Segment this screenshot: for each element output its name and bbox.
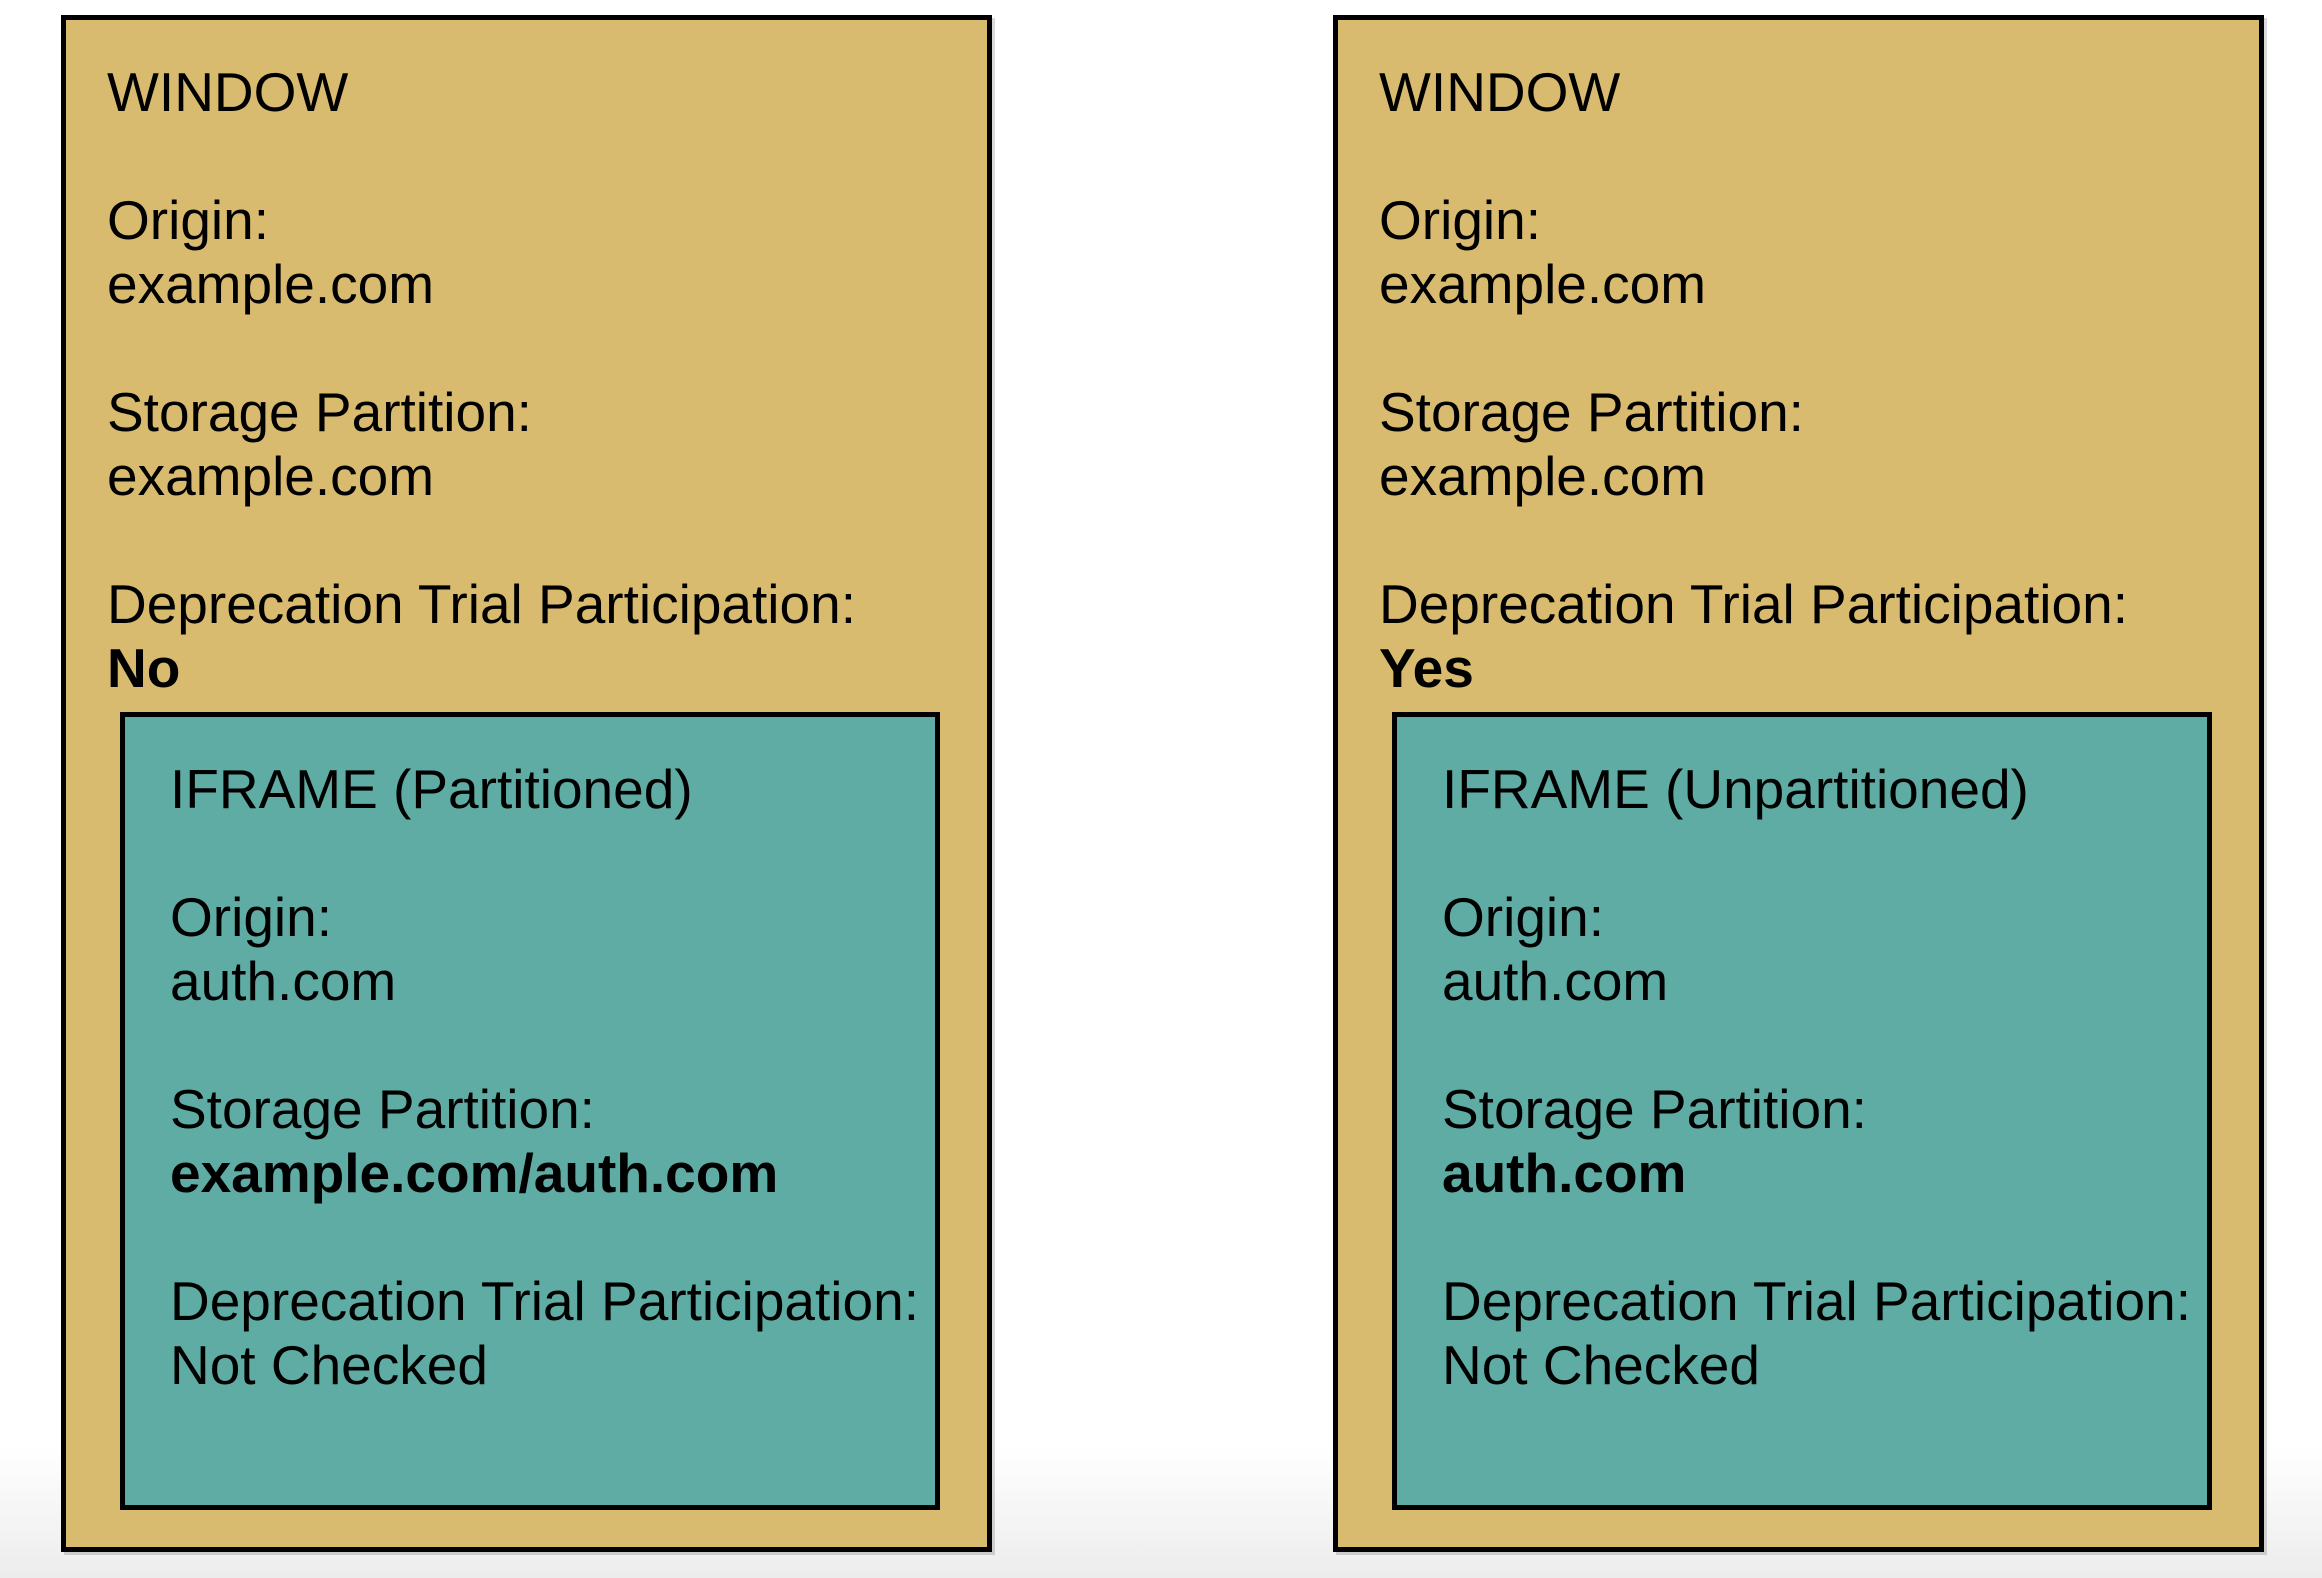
iframe-unpartitioned-box: IFRAME (Unpartitioned) Origin: auth.com … [1392,712,2212,1510]
iframe-storage-partition-label: Storage Partition: [1442,1078,1867,1140]
iframe-origin-value: auth.com [1442,950,1669,1012]
iframe-title: IFRAME (Partitioned) [170,758,693,820]
iframe-storage-partition-value: example.com/auth.com [170,1142,779,1204]
storage-partition-field: Storage Partition: example.com [1379,380,2229,508]
iframe-deprecation-trial-label: Deprecation Trial Participation: [170,1270,919,1332]
origin-value: example.com [107,253,435,315]
storage-partition-value: example.com [1379,445,1707,507]
iframe-storage-partition-label: Storage Partition: [170,1078,595,1140]
storage-partition-label: Storage Partition: [107,381,532,443]
origin-value: example.com [1379,253,1707,315]
deprecation-trial-value: Yes [1379,637,1474,699]
origin-field: Origin: example.com [107,188,957,316]
storage-partition-value: example.com [107,445,435,507]
deprecation-trial-field: Deprecation Trial Participation: No [107,572,957,700]
iframe-title: IFRAME (Unpartitioned) [1442,758,2029,820]
iframe-storage-partition-field: Storage Partition: auth.com [1442,1077,2182,1205]
iframe-storage-partition-value: auth.com [1442,1142,1687,1204]
iframe-deprecation-trial-field: Deprecation Trial Participation: Not Che… [1442,1269,2191,1397]
deprecation-trial-label: Deprecation Trial Participation: [1379,573,2128,635]
iframe-partitioned-box: IFRAME (Partitioned) Origin: auth.com St… [120,712,940,1510]
window-box-with-trial: WINDOW Origin: example.com Storage Parti… [1333,15,2264,1552]
iframe-storage-partition-field: Storage Partition: example.com/auth.com [170,1077,910,1205]
storage-partition-field: Storage Partition: example.com [107,380,957,508]
origin-field: Origin: example.com [1379,188,2229,316]
deprecation-trial-value: No [107,637,181,699]
iframe-origin-label: Origin: [1442,886,1604,948]
iframe-deprecation-trial-value: Not Checked [1442,1334,1760,1396]
window-title: WINDOW [107,61,349,123]
iframe-origin-label: Origin: [170,886,332,948]
origin-label: Origin: [1379,189,1541,251]
window-box-no-trial: WINDOW Origin: example.com Storage Parti… [61,15,992,1552]
window-title: WINDOW [1379,61,1621,123]
deprecation-trial-label: Deprecation Trial Participation: [107,573,856,635]
iframe-deprecation-trial-field: Deprecation Trial Participation: Not Che… [170,1269,919,1397]
iframe-deprecation-trial-value: Not Checked [170,1334,488,1396]
deprecation-trial-field: Deprecation Trial Participation: Yes [1379,572,2229,700]
iframe-deprecation-trial-label: Deprecation Trial Participation: [1442,1270,2191,1332]
storage-partition-label: Storage Partition: [1379,381,1804,443]
iframe-origin-value: auth.com [170,950,397,1012]
origin-label: Origin: [107,189,269,251]
iframe-origin-field: Origin: auth.com [1442,885,2182,1013]
iframe-origin-field: Origin: auth.com [170,885,910,1013]
